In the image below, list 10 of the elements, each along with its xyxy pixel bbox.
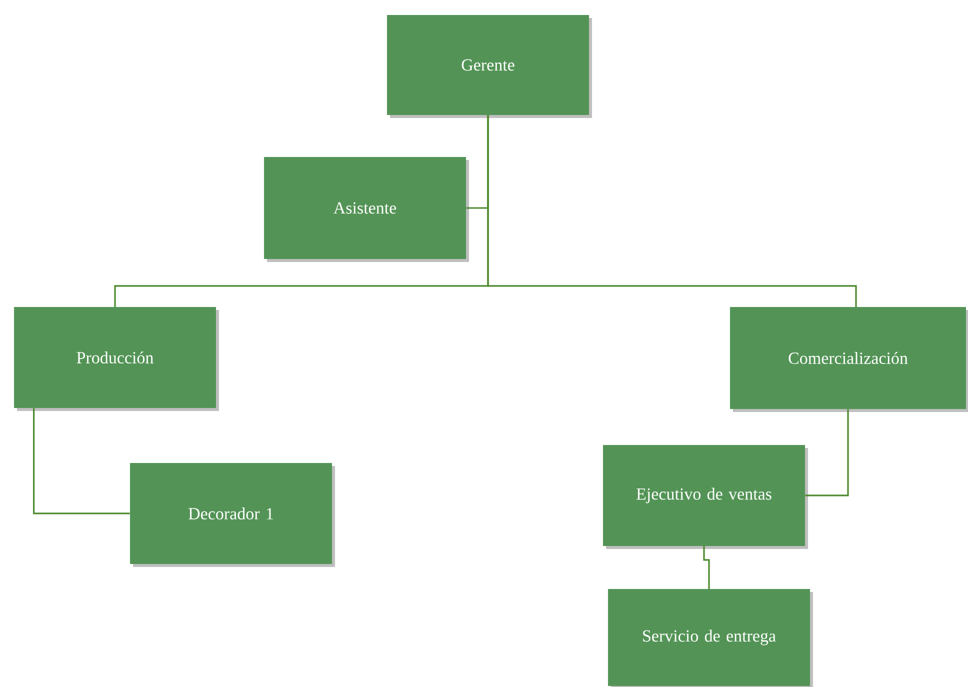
connector-line: [703, 546, 710, 589]
org-box: Servicio de entrega: [608, 588, 810, 686]
org-box: Asistente: [264, 156, 466, 259]
connector-line: [487, 114, 857, 307]
org-box: Producción: [14, 306, 216, 408]
org-box: Decorador 1: [130, 462, 332, 564]
org-box: Comercialización: [730, 306, 966, 409]
org-box: Gerente: [387, 15, 589, 115]
org-box: Ejecutivo de ventas: [603, 444, 805, 546]
connector-line: [805, 409, 849, 496]
